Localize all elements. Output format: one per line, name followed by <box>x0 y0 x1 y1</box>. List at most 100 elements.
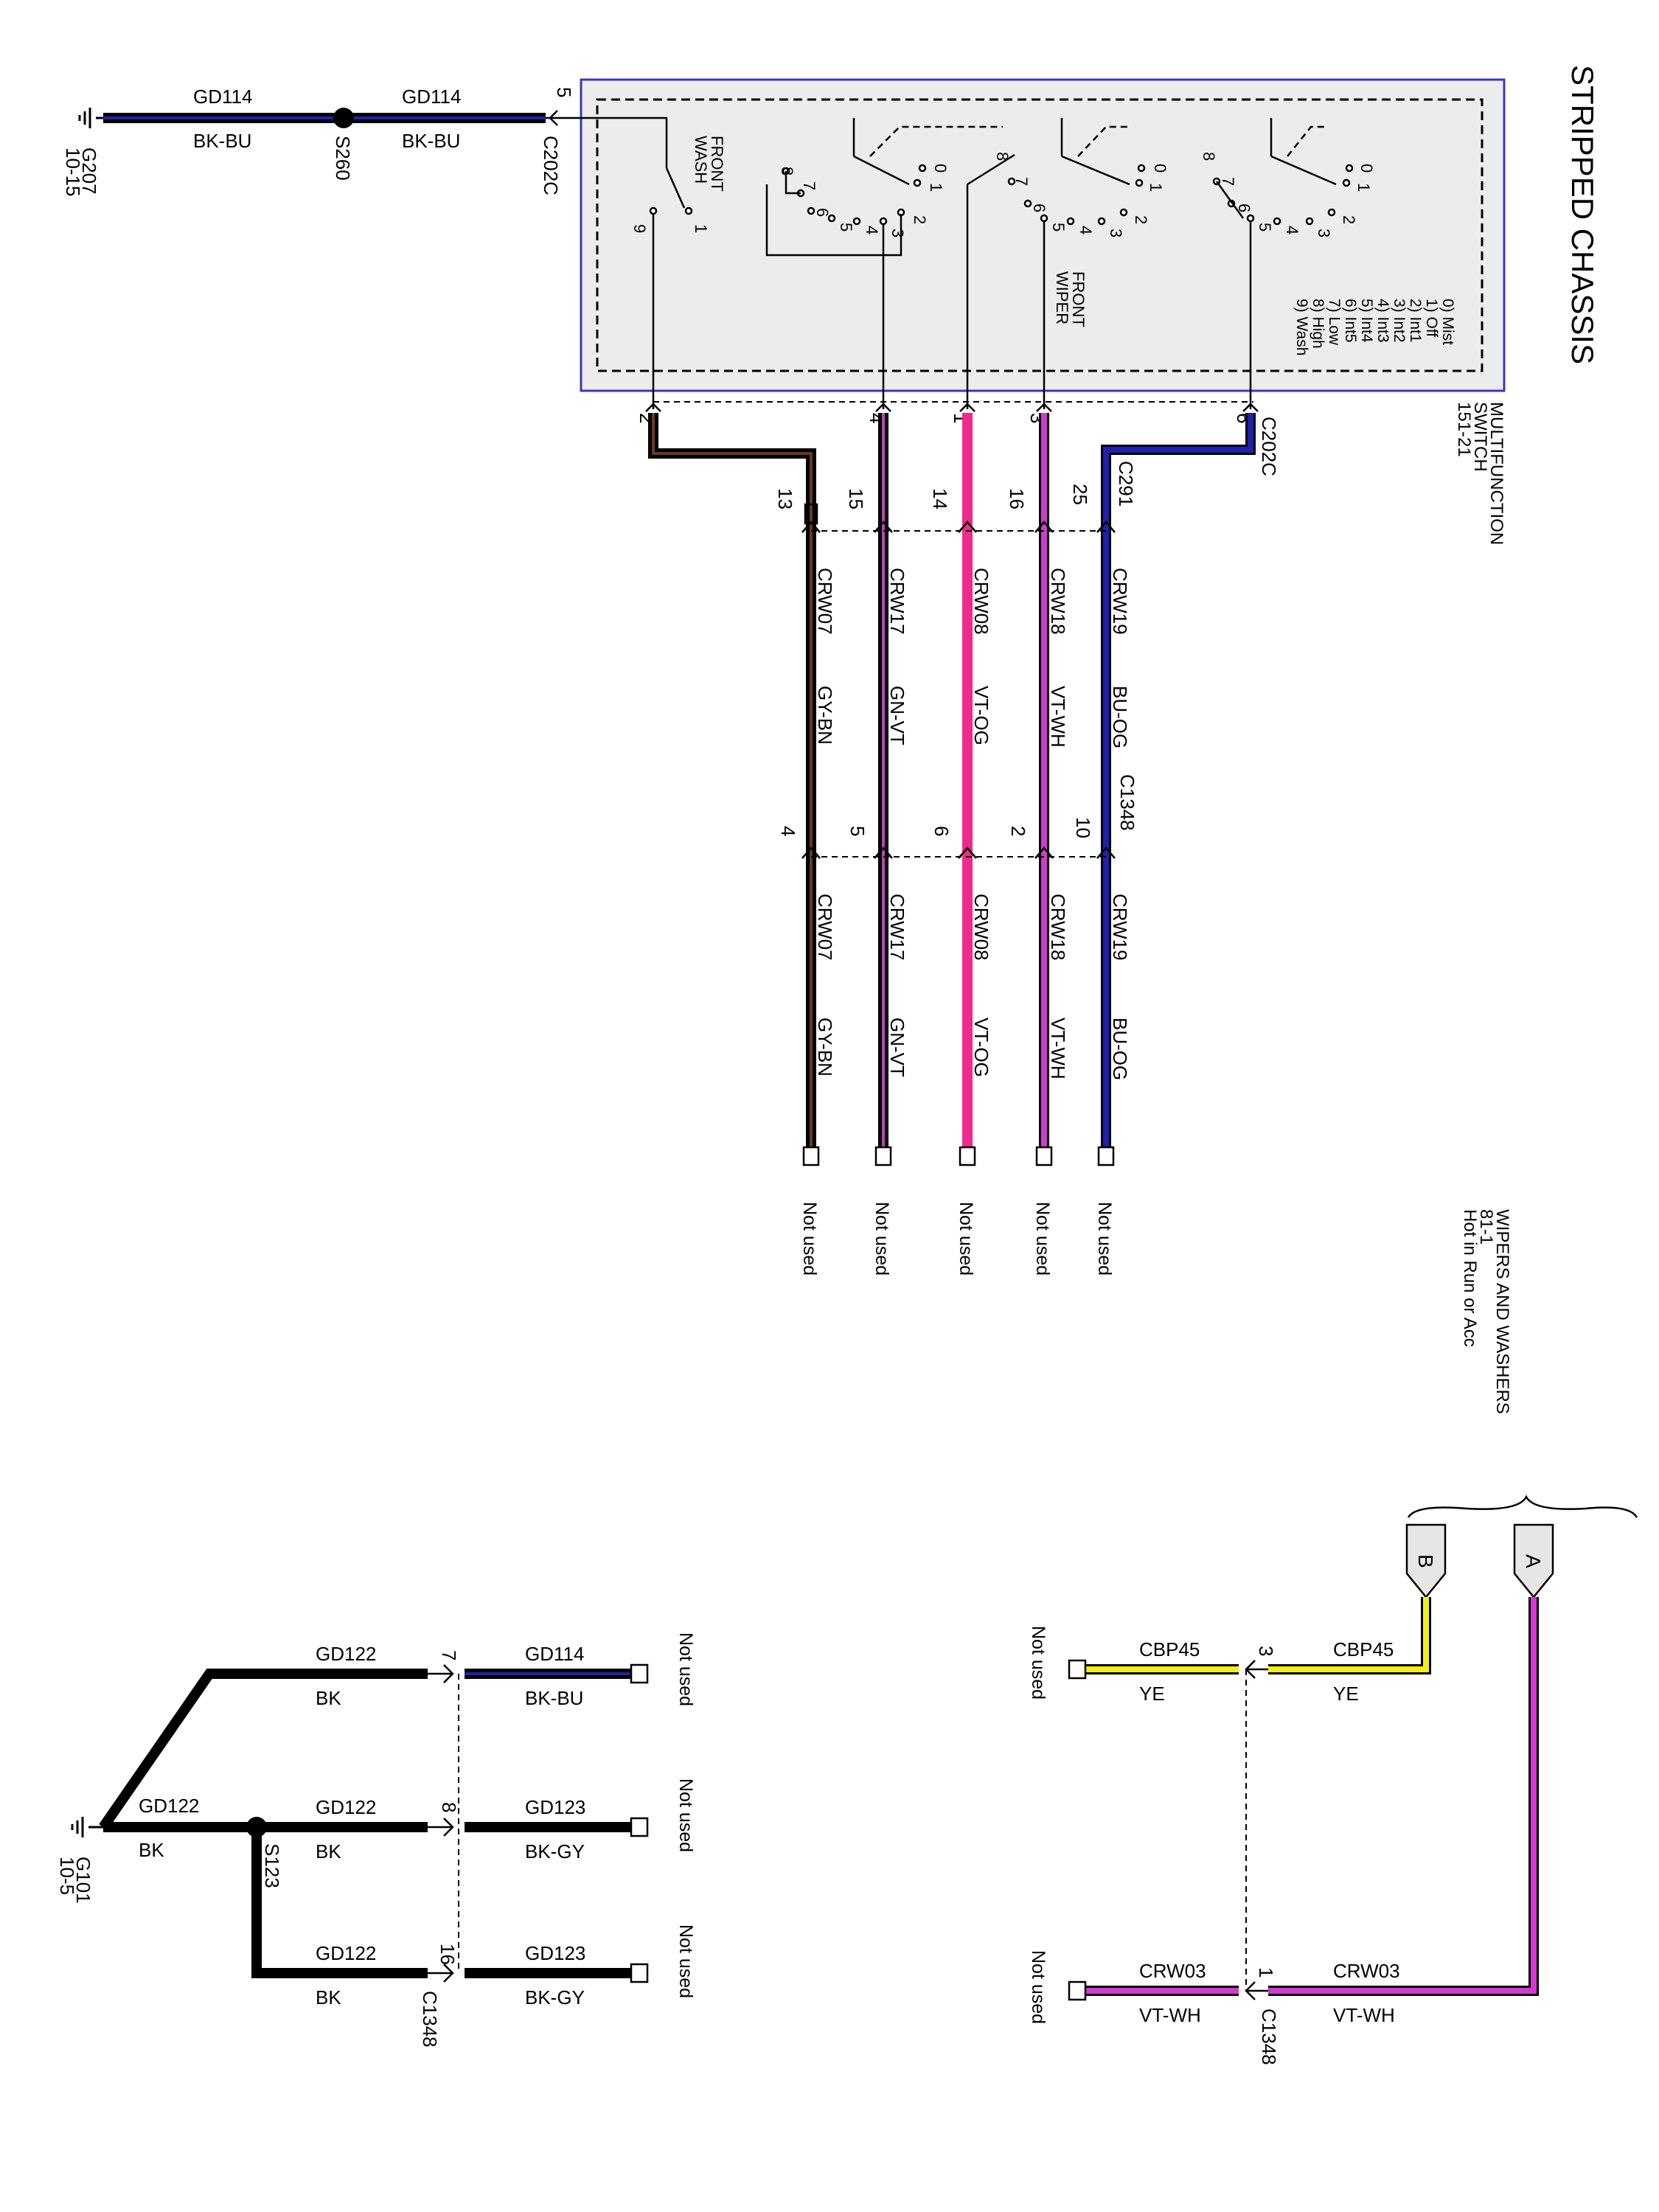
switch-position-legend: 0) Mist 1) Off 2) Int1 3) Int2 4) Int3 5… <box>1293 299 1456 355</box>
not-used-row3: Not used <box>675 1924 696 1998</box>
g207-label: G207 <box>78 147 100 195</box>
bottom-ground-circuit: G101 10-5 S123 GD122 BK GD122 BK GD114 B… <box>56 1632 696 2048</box>
right-pin-3: 3 <box>1255 1646 1277 1656</box>
main-harness: C202C 2 4 1 3 6 <box>636 401 1280 1276</box>
g101-ref: 10-5 <box>56 1857 78 1895</box>
legend-1: 1) Off <box>1423 299 1440 337</box>
svg-text:CRW08: CRW08 <box>970 894 992 961</box>
rotary-switch-2 <box>966 118 1146 409</box>
svg-text:CRW08: CRW08 <box>970 568 992 635</box>
svg-text:CRW18: CRW18 <box>1047 568 1069 635</box>
c291-label: C291 <box>1115 461 1137 507</box>
svg-text:2: 2 <box>911 215 929 224</box>
row2-left-color: BK <box>316 1840 341 1863</box>
row2-pin: 8 <box>438 1802 460 1812</box>
not-used-cbp45: Not used <box>1028 1626 1048 1700</box>
svg-text:2: 2 <box>1007 826 1029 836</box>
svg-text:15: 15 <box>845 488 867 509</box>
svg-text:8: 8 <box>993 152 1012 161</box>
svg-text:1: 1 <box>1147 183 1165 192</box>
c202c-bottom-label: C202C <box>1258 417 1280 476</box>
row2-right-color: BK-GY <box>525 1840 585 1863</box>
svg-text:CRW07: CRW07 <box>814 568 836 635</box>
wash-pin-9: 9 <box>630 224 649 233</box>
c1348-pins: 4 5 6 2 10 <box>777 817 1094 838</box>
svg-text:25: 25 <box>1069 484 1091 505</box>
svg-text:6: 6 <box>813 208 832 217</box>
svg-text:VT-OG: VT-OG <box>970 686 992 745</box>
c291-pins: 13 15 14 16 25 <box>774 484 1091 509</box>
switch-name-1: MULTIFUNCTION <box>1486 402 1506 545</box>
svg-text:7: 7 <box>1219 177 1237 186</box>
rotary-2-labels: 0 1 2 3 4 5 6 7 8 <box>993 152 1169 237</box>
svg-text:81-1: 81-1 <box>1476 1209 1496 1245</box>
legend-2: 2) Int1 <box>1407 299 1424 343</box>
switch-inner-dashed <box>596 98 1484 372</box>
svg-text:Not used: Not used <box>1032 1202 1053 1276</box>
svg-text:VT-OG: VT-OG <box>970 1018 992 1077</box>
svg-text:CRW17: CRW17 <box>886 568 908 635</box>
svg-text:GN-VT: GN-VT <box>886 686 908 745</box>
ground-g101-icon <box>71 1817 103 1837</box>
c202c-top-label: C202C <box>540 136 562 195</box>
not-used-row2: Not used <box>675 1778 696 1852</box>
svg-text:13: 13 <box>774 488 796 509</box>
splice-s123 <box>246 1817 267 1837</box>
svg-text:10: 10 <box>1072 817 1094 838</box>
row1-left-color: BK <box>316 1687 341 1709</box>
crw03-left-color: VT-WH <box>1139 2004 1201 2026</box>
svg-text:6: 6 <box>1235 204 1253 212</box>
svg-text:Not used: Not used <box>799 1202 820 1276</box>
gd114-left-circuit: GD114 <box>193 86 252 108</box>
top-ground-circuit: GD114 BK-BU GD114 BK-BU G207 10-15 S260 … <box>62 86 667 197</box>
switch-name-3: 151-21 <box>1454 402 1474 457</box>
svg-text:0: 0 <box>1151 164 1169 173</box>
wire-crw03-right <box>1268 1597 1539 1996</box>
row1-left-circuit: GD122 <box>316 1643 376 1665</box>
row3-right-circuit: GD123 <box>525 1942 585 1964</box>
crw03-left-circuit: CRW03 <box>1139 1960 1206 1982</box>
bottom-end-terminals <box>630 1663 649 1983</box>
svg-text:CRW19: CRW19 <box>1109 894 1131 961</box>
cbp45-left-circuit: CBP45 <box>1139 1638 1200 1660</box>
row3-left-color: BK <box>316 1986 341 2008</box>
front-wiper-label-1: FRONT <box>1069 271 1088 327</box>
gd114-right-circuit: GD114 <box>402 86 461 108</box>
svg-text:1: 1 <box>1354 183 1373 192</box>
svg-text:14: 14 <box>929 488 951 509</box>
legend-6: 6) Int5 <box>1342 299 1359 343</box>
right-pin-1: 1 <box>1255 1967 1277 1978</box>
legend-7: 7) Low <box>1326 299 1343 346</box>
svg-text:4: 4 <box>1077 226 1095 234</box>
front-wiper-label-2: WIPER <box>1053 271 1071 324</box>
wipers-washers-reference: WIPERS AND WASHERS 81-1 Hot in Run or Ac… <box>1460 1209 1512 1414</box>
svg-text:Not used: Not used <box>872 1202 892 1276</box>
svg-text:3: 3 <box>888 229 907 237</box>
not-used-labels-main: Not used Not used Not used Not used Not … <box>799 1202 1115 1276</box>
svg-text:5: 5 <box>1049 223 1068 232</box>
svg-text:3: 3 <box>1107 229 1125 237</box>
legend-5: 5) Int4 <box>1358 299 1375 343</box>
c202c-bottom-pins: 2 4 1 3 6 <box>636 413 1255 423</box>
svg-text:7: 7 <box>1012 177 1031 186</box>
c202c-bottom-terminals <box>645 403 1259 412</box>
svg-text:16: 16 <box>1006 488 1028 509</box>
gd114-right-color: BK-BU <box>402 130 460 152</box>
svg-text:VT-WH: VT-WH <box>1047 1018 1069 1079</box>
reference-brace <box>1407 1495 1638 1518</box>
legend-3: 3) Int2 <box>1391 299 1408 343</box>
switch-name-2: SWITCH <box>1470 402 1490 472</box>
svg-text:7: 7 <box>800 181 818 190</box>
row3-left-circuit: GD122 <box>316 1942 376 1964</box>
gd114-left-color: BK-BU <box>193 130 251 152</box>
row1-right-circuit: GD114 <box>525 1643 584 1665</box>
svg-text:CRW07: CRW07 <box>814 894 836 961</box>
gd122-main-circuit: GD122 <box>139 1795 199 1817</box>
rotary-switch-1 <box>765 118 1003 409</box>
svg-text:6: 6 <box>1030 204 1048 212</box>
wash-pin-1: 1 <box>692 224 710 233</box>
svg-text:Hot in Run or Acc: Hot in Run or Acc <box>1460 1209 1480 1347</box>
c1348-label: C1348 <box>1116 774 1138 831</box>
svg-text:5: 5 <box>1256 223 1274 232</box>
legend-9: 9) Wash <box>1293 299 1310 355</box>
